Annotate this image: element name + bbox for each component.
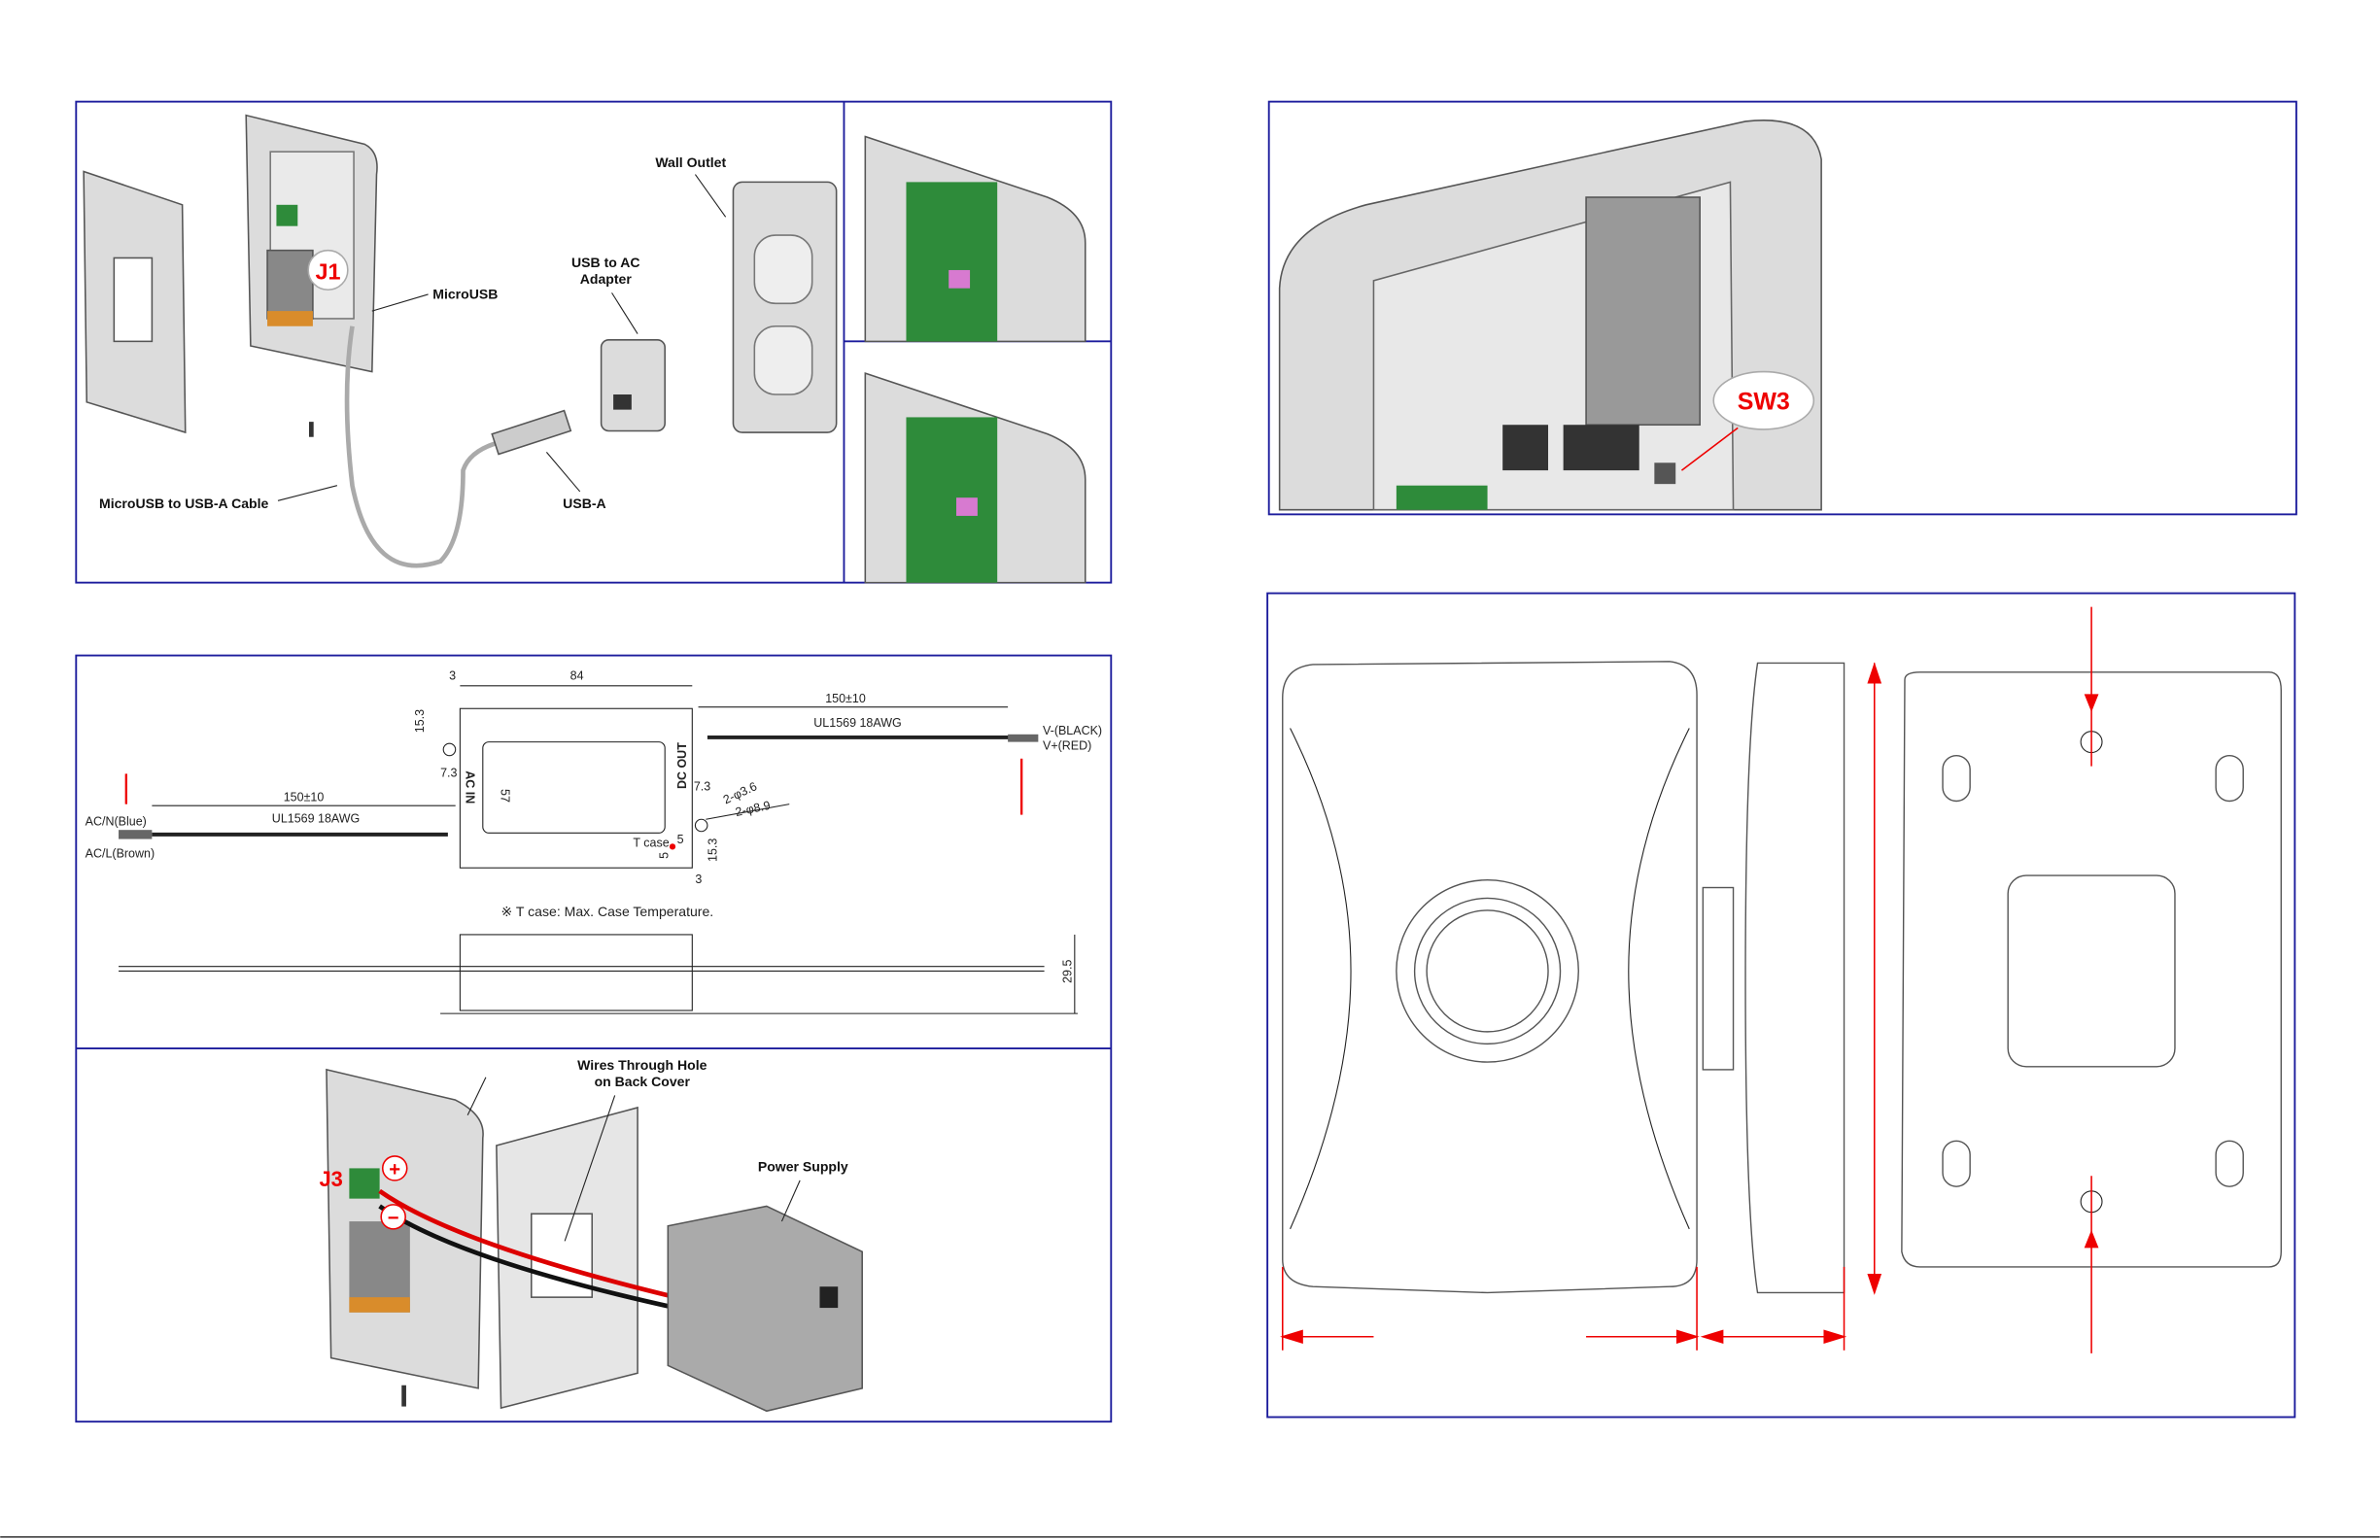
dimension-label: V+(RED) bbox=[1043, 738, 1091, 752]
usba-label: USB-A bbox=[563, 496, 605, 511]
panel-usb-power: J1 MicroUSB Wall Outlet USB to AC Adapte… bbox=[75, 100, 1113, 584]
panel-power-supply: 84 3 15.3 7.3 57 AC IN DC OUT 150±10 UL1… bbox=[75, 654, 1113, 1423]
power-supply-label: Power Supply bbox=[758, 1159, 848, 1175]
dimension-label: 5 bbox=[657, 852, 671, 859]
dimension-label: AC/L(Brown) bbox=[86, 846, 155, 860]
dimension-label: 150±10 bbox=[825, 692, 866, 705]
psu-mechanical-drawing: 84 3 15.3 7.3 57 AC IN DC OUT 150±10 UL1… bbox=[86, 669, 1102, 1014]
panel-dimensions bbox=[1266, 592, 2296, 1419]
dimension-label: UL1569 18AWG bbox=[813, 716, 901, 730]
j1-label: J1 bbox=[316, 258, 341, 284]
dimension-label: 29.5 bbox=[1061, 960, 1075, 983]
dimension-label: 7.3 bbox=[440, 767, 457, 780]
wires-label-line2: on Back Cover bbox=[595, 1074, 691, 1089]
panel-frame bbox=[1266, 592, 2296, 1419]
j3-label: J3 bbox=[319, 1167, 342, 1191]
detail-view-bottom bbox=[864, 372, 1087, 584]
usb-a-plug bbox=[491, 409, 572, 456]
wires-label-line1: Wires Through Hole bbox=[577, 1057, 707, 1073]
dimension-label: AC/N(Blue) bbox=[86, 814, 147, 828]
dimension-label: 5 bbox=[677, 833, 684, 846]
dimension-label: 57 bbox=[499, 789, 512, 803]
minus-marker: − bbox=[388, 1208, 399, 1229]
wall-outlet-label: Wall Outlet bbox=[655, 154, 726, 170]
sw3-callout bbox=[1712, 370, 1815, 430]
dimension-label: DC OUT bbox=[675, 742, 689, 789]
usb-cable bbox=[344, 325, 509, 568]
panel-frame bbox=[1267, 100, 2297, 516]
dimension-label: T case bbox=[633, 836, 669, 849]
dimension-label: 84 bbox=[570, 669, 584, 683]
dimension-label: 15.3 bbox=[706, 838, 719, 862]
dimension-label: V-(BLACK) bbox=[1043, 724, 1102, 737]
detail-view-top bbox=[864, 135, 1087, 343]
dimension-label: UL1569 18AWG bbox=[272, 811, 360, 825]
usb-ac-adapter bbox=[600, 339, 666, 432]
panel-frame bbox=[75, 654, 1113, 1423]
cable-label: MicroUSB to USB-A Cable bbox=[99, 496, 268, 511]
adapter-label-line2: Adapter bbox=[580, 271, 633, 287]
tcase-note: ※ T case: Max. Case Temperature. bbox=[501, 904, 714, 919]
dimension-label: 3 bbox=[695, 873, 702, 886]
panel-sw3: SW3 bbox=[1267, 100, 2297, 516]
adapter-label-line1: USB to AC bbox=[571, 255, 640, 270]
dimension-label: 3 bbox=[449, 669, 456, 683]
j1-callout bbox=[307, 249, 349, 291]
microusb-label: MicroUSB bbox=[432, 287, 498, 302]
psu-wiring-illustration: + − J3 Wires Through Hole on Back Cover … bbox=[319, 1057, 863, 1413]
plus-marker: + bbox=[389, 1159, 400, 1181]
dimension-label: 7.3 bbox=[694, 780, 710, 794]
side-view bbox=[1744, 662, 1845, 1294]
sw3-label: SW3 bbox=[1738, 389, 1790, 416]
dimension-label: 150±10 bbox=[284, 791, 325, 804]
dimension-label: AC IN bbox=[464, 770, 477, 804]
dimension-label: 15.3 bbox=[413, 709, 427, 733]
